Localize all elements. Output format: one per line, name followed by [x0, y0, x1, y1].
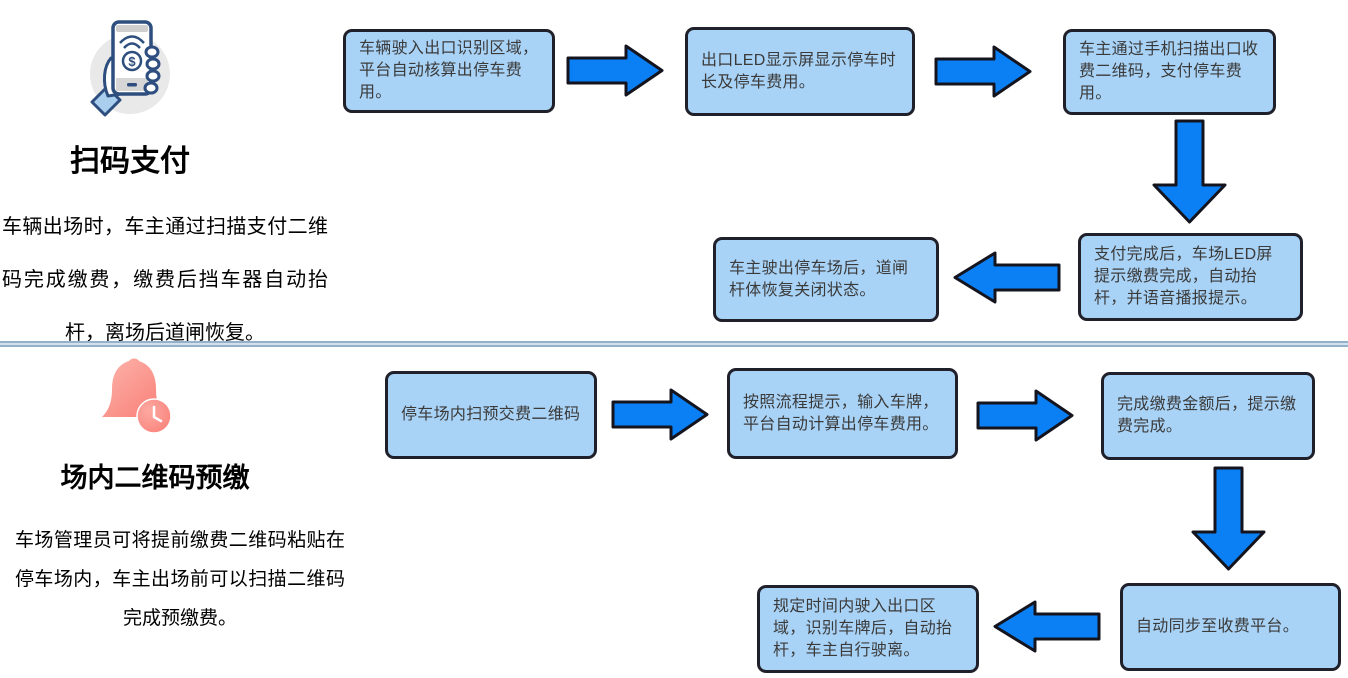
flow-step-text: 支付完成后，车场LED屏提示缴费完成，自动抬杆，并语音播报提示。 — [1094, 246, 1273, 307]
section-divider — [0, 341, 1348, 347]
section-title: 扫码支付 — [70, 144, 190, 179]
flow-step-box: 规定时间内驶入出口区域，识别车牌后，自动抬杆，车主自行驶离。 — [757, 585, 979, 673]
flow-step-box: 完成缴费金额后，提示缴费完成。 — [1101, 372, 1315, 460]
arrow-right-icon — [611, 386, 711, 448]
flow-step-text: 出口LED显示屏显示停车时长及停车费用。 — [701, 51, 897, 91]
flow-step-text: 规定时间内驶入出口区域，识别车牌后，自动抬杆，车主自行驶离。 — [773, 598, 953, 659]
flow-step-box: 支付完成后，车场LED屏提示缴费完成，自动抬杆，并语音播报提示。 — [1078, 233, 1303, 321]
arrow-right-icon — [976, 387, 1076, 449]
flow-step-text: 完成缴费金额后，提示缴费完成。 — [1117, 396, 1297, 435]
flow-step-box: 出口LED显示屏显示停车时长及停车费用。 — [685, 27, 915, 116]
arrow-right-icon — [566, 42, 666, 104]
flow-step-text: 停车场内扫预交费二维码 — [401, 406, 581, 423]
arrow-left-icon — [951, 249, 1061, 311]
flow-step-box: 车主驶出停车场后，道闸杆体恢复关闭状态。 — [713, 237, 939, 322]
flow-step-box: 车主通过手机扫描出口收费二维码，支付停车费用。 — [1063, 29, 1276, 115]
arrow-down-icon — [1151, 119, 1228, 230]
section-title: 场内二维码预缴 — [60, 463, 250, 494]
bell-clock-icon — [98, 356, 174, 441]
arrow-down-icon — [1190, 466, 1267, 577]
flow-step-text: 自动同步至收费平台。 — [1136, 618, 1300, 635]
flow-step-text: 车辆驶入出口识别区域，平台自动核算出停车费用。 — [359, 40, 539, 101]
flow-step-text: 按照流程提示，输入车牌，平台自动计算出停车费用。 — [743, 393, 939, 433]
flow-step-box: 车辆驶入出口识别区域，平台自动核算出停车费用。 — [343, 29, 555, 113]
flow-step-text: 车主通过手机扫描出口收费二维码，支付停车费用。 — [1079, 41, 1259, 102]
arrow-right-icon — [934, 43, 1034, 105]
svg-text:$: $ — [128, 54, 136, 69]
section-description: 车场管理员可将提前缴费二维码粘贴在停车场内，车主出场前可以扫描二维码完成预缴费。 — [15, 529, 345, 629]
flow-step-box: 按照流程提示，输入车牌，平台自动计算出停车费用。 — [727, 368, 958, 459]
section-description: 车辆出场时，车主通过扫描支付二维码完成缴费，缴费后挡车器自动抬杆，离场后道闸恢复… — [2, 214, 328, 344]
phone-scan-payment-icon: $ — [80, 14, 180, 131]
flow-step-box: 自动同步至收费平台。 — [1120, 583, 1341, 671]
arrow-left-icon — [991, 598, 1101, 660]
flow-step-box: 停车场内扫预交费二维码 — [385, 371, 597, 459]
flow-step-text: 车主驶出停车场后，道闸杆体恢复关闭状态。 — [729, 259, 909, 299]
